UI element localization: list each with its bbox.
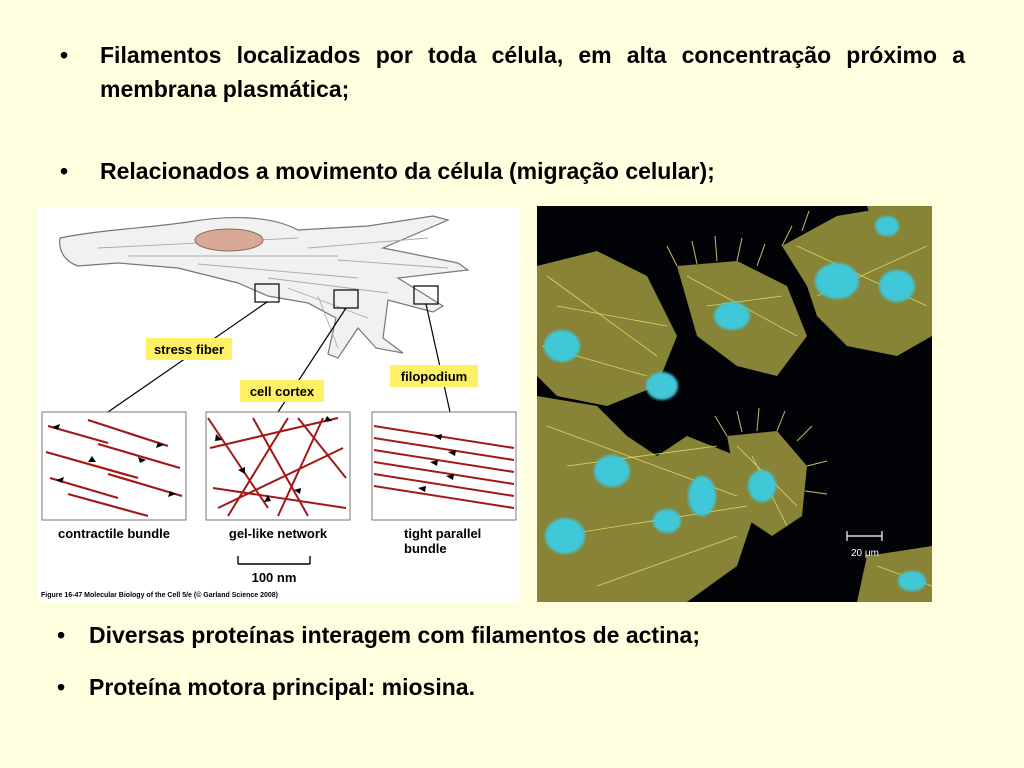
bullet-text: Diversas proteínas interagem com filamen… [89,622,700,648]
label-cell-cortex: cell cortex [250,384,315,399]
cell-nucleus [194,228,264,252]
arrowheads-gel [215,416,332,502]
label-stress-fiber: stress fiber [154,342,224,357]
bullet-marker: • [57,674,66,700]
micrograph-svg: 20 μm [537,206,932,602]
caption-tight-1: tight parallel [404,526,481,541]
filaments-contractile [45,418,183,518]
bullet-marker: • [60,42,69,68]
scale-label-100nm: 100 nm [252,570,297,585]
actin-organization-diagram: stress fiber cell cortex filopodium cont… [38,208,519,602]
scale-bar-20um [846,531,883,541]
bullet-text: Relacionados a movimento da célula (migr… [100,158,715,184]
filaments-tight [373,425,515,509]
bullet-marker: • [57,622,66,648]
caption-tight-2: bundle [404,541,447,556]
bullet-text: Filamentos localizados por toda célula, … [100,42,965,102]
filaments-gel [207,417,347,517]
arrowheads-tight [418,434,456,492]
caption-contractile: contractile bundle [58,526,170,541]
scale-label-20um: 20 μm [851,548,879,559]
filopodia [666,210,828,495]
label-filopodium: filopodium [401,369,467,384]
cell-outline [59,215,470,359]
caption-gel: gel-like network [229,526,328,541]
diagram-svg: stress fiber cell cortex filopodium cont… [41,215,517,599]
actin-fluorescence-micrograph: 20 μm [537,206,932,602]
scale-bar-100nm [237,556,311,565]
bullet-text: Proteína motora principal: miosina. [89,674,475,700]
bullet-marker: • [60,158,69,184]
figure-caption: Figure 16-47 Molecular Biology of the Ce… [41,591,278,599]
nuclei [544,216,926,591]
arrowheads-contractile [52,424,176,497]
actin-cells [537,206,932,602]
